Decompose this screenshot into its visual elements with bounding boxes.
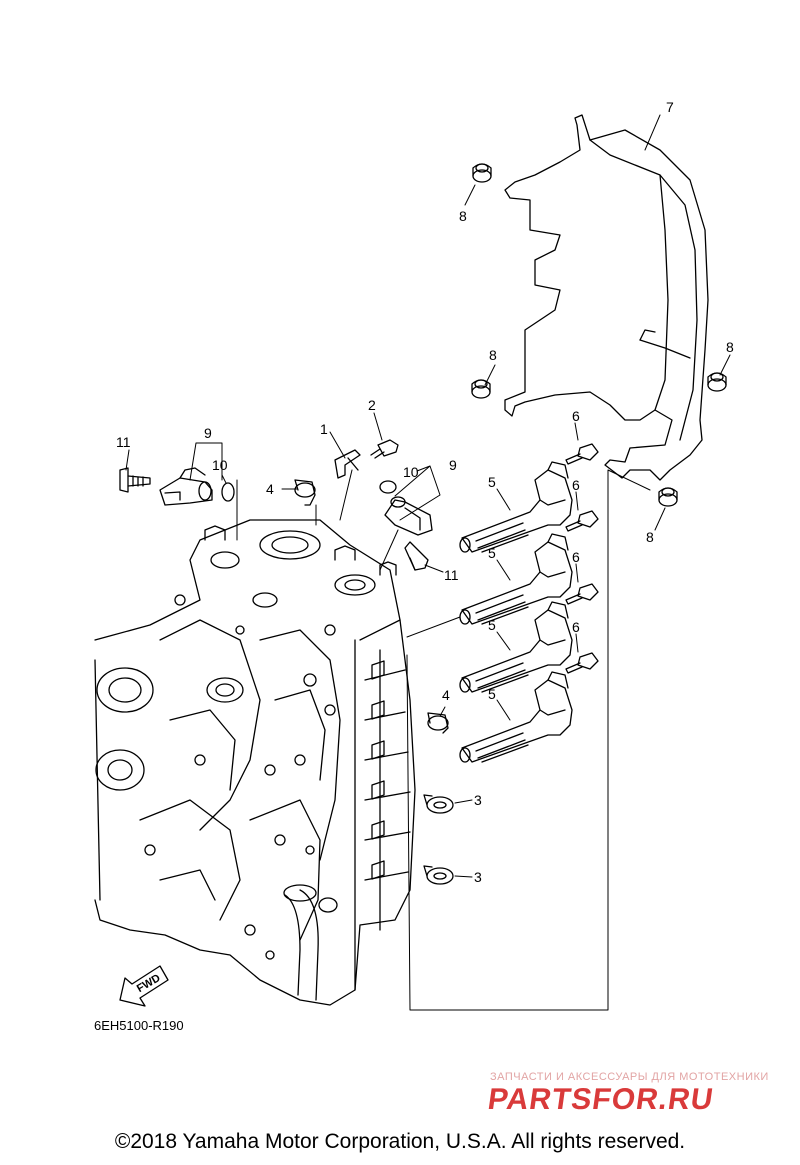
callout-6: 6 <box>572 549 580 565</box>
callout-11: 11 <box>116 434 131 450</box>
diagram-code: 6EH5100-R190 <box>94 1018 184 1033</box>
callout-3: 3 <box>474 869 482 885</box>
copyright-notice: ©2018 Yamaha Motor Corporation, U.S.A. A… <box>114 1130 686 1153</box>
callout-8: 8 <box>459 208 467 224</box>
o-ring <box>221 482 235 502</box>
bolt <box>370 439 399 459</box>
grommet <box>658 487 678 507</box>
o-ring <box>379 480 397 494</box>
callout-7: 7 <box>666 99 674 115</box>
ignition-coil <box>459 533 573 625</box>
callout-2: 2 <box>368 397 376 413</box>
callout-8: 8 <box>726 339 734 355</box>
callout-1: 1 <box>320 421 328 437</box>
watermark-logo: PARTSFOR.RU <box>485 1083 716 1116</box>
ignition-coil <box>459 461 573 553</box>
bolt <box>565 510 599 532</box>
bolt <box>565 652 599 674</box>
bracket <box>334 449 361 479</box>
callout-11: 11 <box>444 567 459 583</box>
callout-4: 4 <box>266 481 274 497</box>
sensor <box>159 467 213 506</box>
callout-3: 3 <box>474 792 482 808</box>
bolt <box>565 443 599 465</box>
callout-9: 9 <box>204 425 212 441</box>
clamp <box>294 479 316 506</box>
grommet <box>471 379 491 399</box>
bolt <box>404 541 429 571</box>
sensor <box>384 496 433 536</box>
callout-6: 6 <box>572 619 580 635</box>
ignition-coil <box>459 671 573 763</box>
engine-block <box>94 519 416 1006</box>
bolt <box>119 467 151 493</box>
bolt <box>565 583 599 605</box>
callout-5: 5 <box>488 617 496 633</box>
callout-numbers: 7 8 8 8 8 2 1 9 11 10 4 10 9 11 4 3 3 5 … <box>94 99 734 1033</box>
callout-leaders <box>125 114 731 878</box>
callout-5: 5 <box>488 686 496 702</box>
callout-6: 6 <box>572 477 580 493</box>
callout-4: 4 <box>442 687 450 703</box>
callout-9: 9 <box>449 457 457 473</box>
watermark-tagline: ЗАПЧАСТИ И АКСЕССУАРЫ ДЛЯ МОТОТЕХНИКИ <box>490 1071 769 1083</box>
callout-8: 8 <box>646 529 654 545</box>
coil-cover <box>504 114 709 481</box>
leader-lines <box>236 469 651 1011</box>
grommet <box>707 372 727 392</box>
callout-5: 5 <box>488 545 496 561</box>
callout-10: 10 <box>212 457 228 473</box>
callout-6: 6 <box>572 408 580 424</box>
callout-5: 5 <box>488 474 496 490</box>
fwd-arrow <box>119 965 169 1007</box>
callout-10: 10 <box>403 464 419 480</box>
clamp <box>423 794 454 814</box>
callout-8: 8 <box>489 347 497 363</box>
clamp <box>427 712 449 734</box>
grommet <box>472 163 492 183</box>
ignition-coil <box>459 601 573 693</box>
clamp <box>423 865 454 885</box>
